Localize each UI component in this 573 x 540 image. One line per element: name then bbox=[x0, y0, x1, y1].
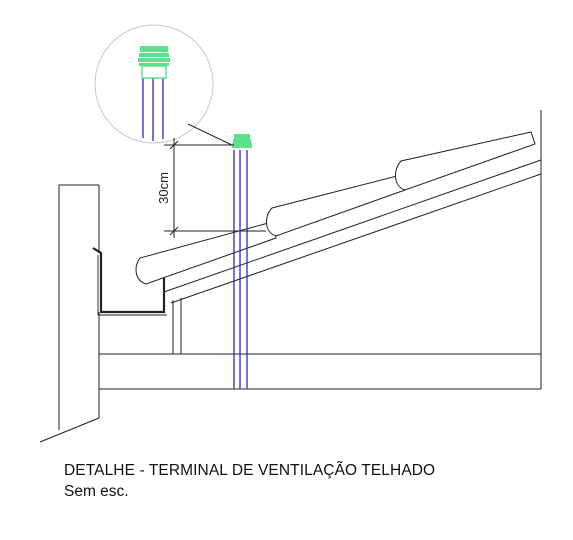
vent-terminal-cap-icon bbox=[232, 134, 252, 148]
dimension-30cm bbox=[164, 138, 266, 238]
roof-tile bbox=[395, 131, 536, 191]
detail-terminal-cap-icon bbox=[138, 46, 170, 79]
vent-pipe bbox=[233, 150, 248, 389]
roof-tiles bbox=[135, 131, 536, 285]
detail-pipe bbox=[142, 78, 164, 141]
gutter bbox=[92, 247, 167, 316]
wall bbox=[39, 184, 100, 443]
detail-magnifier bbox=[94, 24, 235, 147]
detail-circle bbox=[94, 24, 214, 144]
wall-break-line bbox=[39, 417, 100, 443]
roof-tile bbox=[266, 174, 406, 237]
rafter-bottom bbox=[170, 173, 542, 304]
drawing-title: DETALHE - TERMINAL DE VENTILAÇÃO TELHADO bbox=[64, 462, 436, 479]
rafter-top bbox=[163, 159, 542, 293]
roof-tile bbox=[135, 221, 277, 285]
detail-leader-line bbox=[187, 123, 235, 147]
dimension-label: 30cm bbox=[156, 172, 171, 204]
scale-note: Sem esc. bbox=[64, 483, 129, 500]
